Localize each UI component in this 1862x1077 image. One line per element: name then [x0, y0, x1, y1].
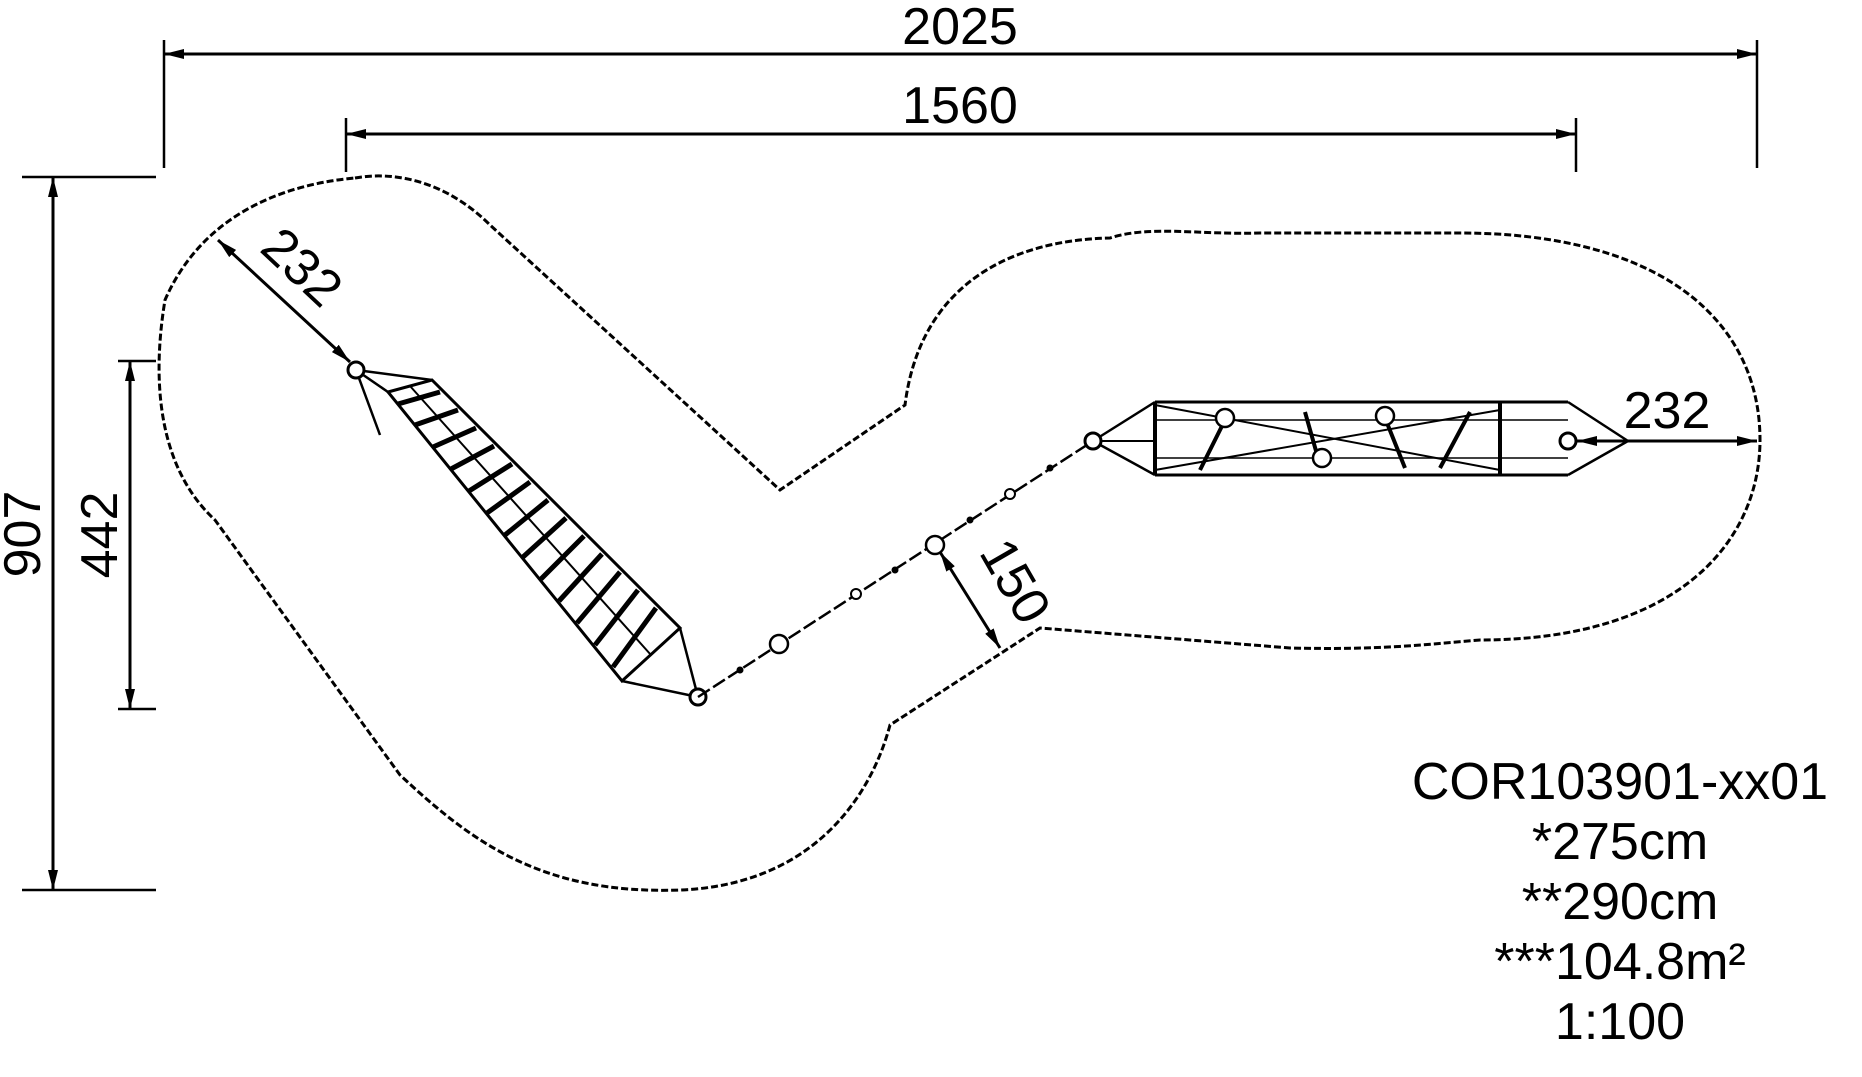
dim-label-232-right: 232: [1624, 382, 1711, 440]
dim-label-1560: 1560: [902, 77, 1018, 135]
drawing-scale: 1:100: [1554, 993, 1686, 1051]
safety-area: ***104.8m²: [1494, 933, 1746, 991]
dim-label-442: 442: [71, 492, 129, 579]
height-free-fall: *275cm: [1531, 813, 1709, 871]
extension-lines: [22, 40, 1759, 892]
dim-label-232-left: 232: [250, 217, 353, 319]
dim-line-150: [938, 551, 1002, 649]
dim-label-2025: 2025: [902, 0, 1018, 56]
left-climbing-net: [346, 360, 708, 707]
product-info-block: COR103901-xx01 *275cm **290cm ***104.8m²…: [1375, 752, 1862, 1052]
height-overall: **290cm: [1521, 873, 1719, 931]
product-code: COR103901-xx01: [1411, 753, 1829, 811]
dimension-lines: [48, 49, 1757, 890]
rope-traverse: [697, 439, 1094, 699]
dim-line-232-left: [216, 238, 352, 364]
dim-label-907: 907: [0, 491, 52, 578]
safety-zone-outline: [157, 174, 1762, 892]
right-bridge-net: [1083, 400, 1629, 477]
